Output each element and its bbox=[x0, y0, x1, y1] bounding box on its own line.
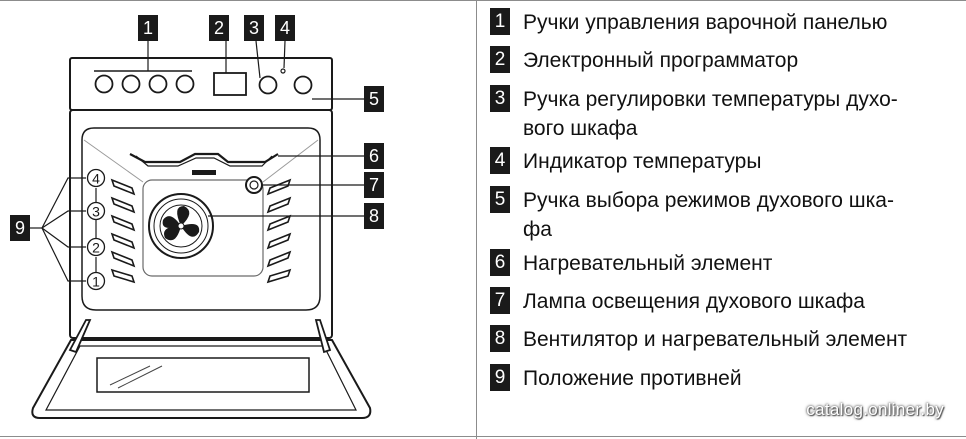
callout-badge-8 bbox=[364, 203, 384, 229]
legend-item-1: 1 Ручки управления варочной панелью bbox=[490, 8, 948, 37]
callout-badge-3 bbox=[244, 15, 264, 41]
callout-label-6: 6 bbox=[369, 146, 379, 166]
shelf-position: 3 bbox=[86, 201, 106, 221]
legend-text: Индикатор температуры bbox=[523, 150, 762, 173]
legend-item-5: 5 Ручка выбора режимов духового шка- фа bbox=[490, 186, 948, 244]
column-divider bbox=[476, 0, 477, 439]
callout-badge-9 bbox=[10, 215, 30, 241]
cavity-perspective-line bbox=[262, 139, 319, 183]
electronic-programmer bbox=[213, 72, 247, 96]
legend-item-8: 8 Вентилятор и нагревательный элемент bbox=[490, 325, 948, 354]
shelf-position-label: 2 bbox=[92, 240, 100, 256]
mode-knob bbox=[293, 75, 313, 95]
legend-badge: 7 bbox=[490, 287, 510, 314]
temperature-indicator bbox=[280, 68, 286, 74]
callout-label-2: 2 bbox=[214, 18, 224, 38]
glass-reflection bbox=[117, 365, 163, 389]
hob-knob bbox=[175, 74, 195, 94]
shelf-position-label: 4 bbox=[92, 171, 100, 187]
callout-badge-2 bbox=[209, 15, 229, 41]
shelf-position: 4 bbox=[86, 168, 106, 188]
legend-item-3: 3 Ручка регулировки температуры духо- во… bbox=[490, 85, 948, 143]
legend-badge: 1 bbox=[490, 8, 510, 35]
legend-badge: 9 bbox=[490, 364, 510, 391]
callout-badge-5 bbox=[364, 86, 384, 112]
legend-badge: 2 bbox=[490, 46, 510, 73]
oven-diagram: 4 3 2 1 1 2 3 4 5 6 7 8 9 bbox=[10, 15, 384, 419]
legend-text: Ручки управления варочной панелью bbox=[523, 11, 888, 34]
temperature-knob bbox=[258, 75, 278, 95]
legend-item-2: 2 Электронный программатор bbox=[490, 46, 948, 75]
shelf-position: 2 bbox=[86, 237, 106, 257]
hob-knob bbox=[148, 74, 168, 94]
fan-cover-inner bbox=[159, 204, 203, 248]
legend-item-9: 9 Положение противней bbox=[490, 364, 948, 393]
callout-label-1: 1 bbox=[143, 18, 153, 38]
watermark: catalog.onliner.by bbox=[806, 400, 944, 419]
callout-badge-4 bbox=[275, 15, 295, 41]
callout-badge-6 bbox=[364, 143, 384, 169]
callout-badge-1 bbox=[138, 15, 158, 41]
callout-label-7: 7 bbox=[369, 175, 379, 195]
cavity-perspective-line bbox=[83, 139, 144, 183]
legend-item-6: 6 Нагревательный элемент bbox=[490, 249, 948, 278]
fan-cover-inner bbox=[153, 198, 209, 254]
legend-item-7: 7 Лампа освещения духового шкафа bbox=[490, 287, 948, 316]
fan-hub bbox=[177, 222, 185, 230]
legend-text: Вентилятор и нагревательный элемент bbox=[523, 328, 908, 351]
element-connector bbox=[192, 170, 216, 175]
shelf-position-label: 1 bbox=[92, 274, 100, 290]
legend-badge: 5 bbox=[490, 186, 510, 213]
right-shelf-rails bbox=[266, 178, 292, 284]
hob-knob bbox=[94, 74, 114, 94]
top-rule bbox=[0, 0, 966, 1]
door-hinge-left bbox=[68, 319, 92, 354]
top-heating-element bbox=[135, 155, 273, 167]
callout-label-8: 8 bbox=[369, 206, 379, 226]
top-heating-element bbox=[129, 152, 279, 164]
callout-badge-7 bbox=[364, 172, 384, 198]
legend-text: Электронный программатор bbox=[523, 49, 799, 72]
legend-text: Ручка регулировки температуры духо- вого… bbox=[523, 88, 898, 140]
legend-badge: 6 bbox=[490, 249, 510, 276]
left-shelf-rails bbox=[110, 178, 136, 284]
hob-knob bbox=[121, 74, 141, 94]
cavity-back-panel bbox=[142, 179, 264, 277]
callout-label-9: 9 bbox=[15, 218, 25, 238]
callout-label-4: 4 bbox=[280, 18, 290, 38]
oven-lamp-inner bbox=[249, 180, 259, 190]
legend-text: Положение противней bbox=[523, 367, 742, 390]
callout-label-3: 3 bbox=[249, 18, 259, 38]
legend-text: Нагревательный элемент bbox=[523, 252, 773, 275]
door-inner-edge bbox=[45, 345, 357, 411]
legend-item-4: 4 Индикатор температуры bbox=[490, 147, 948, 176]
bottom-rule bbox=[0, 436, 966, 437]
shelf-position-label: 3 bbox=[92, 204, 100, 220]
shelf-position: 1 bbox=[86, 271, 106, 291]
legend-text: Лампа освещения духового шкафа bbox=[523, 290, 865, 313]
door-hinge-right bbox=[314, 319, 332, 354]
door-window bbox=[96, 357, 310, 393]
legend-badge: 3 bbox=[490, 85, 510, 112]
oven-lamp bbox=[245, 176, 263, 194]
legend-badge: 4 bbox=[490, 147, 510, 174]
leader-lines bbox=[41, 40, 364, 282]
callout-label-5: 5 bbox=[369, 89, 379, 109]
legend-text: Ручка выбора режимов духового шка- фа bbox=[523, 189, 894, 241]
legend-badge: 8 bbox=[490, 325, 510, 352]
glass-reflection bbox=[109, 365, 151, 386]
